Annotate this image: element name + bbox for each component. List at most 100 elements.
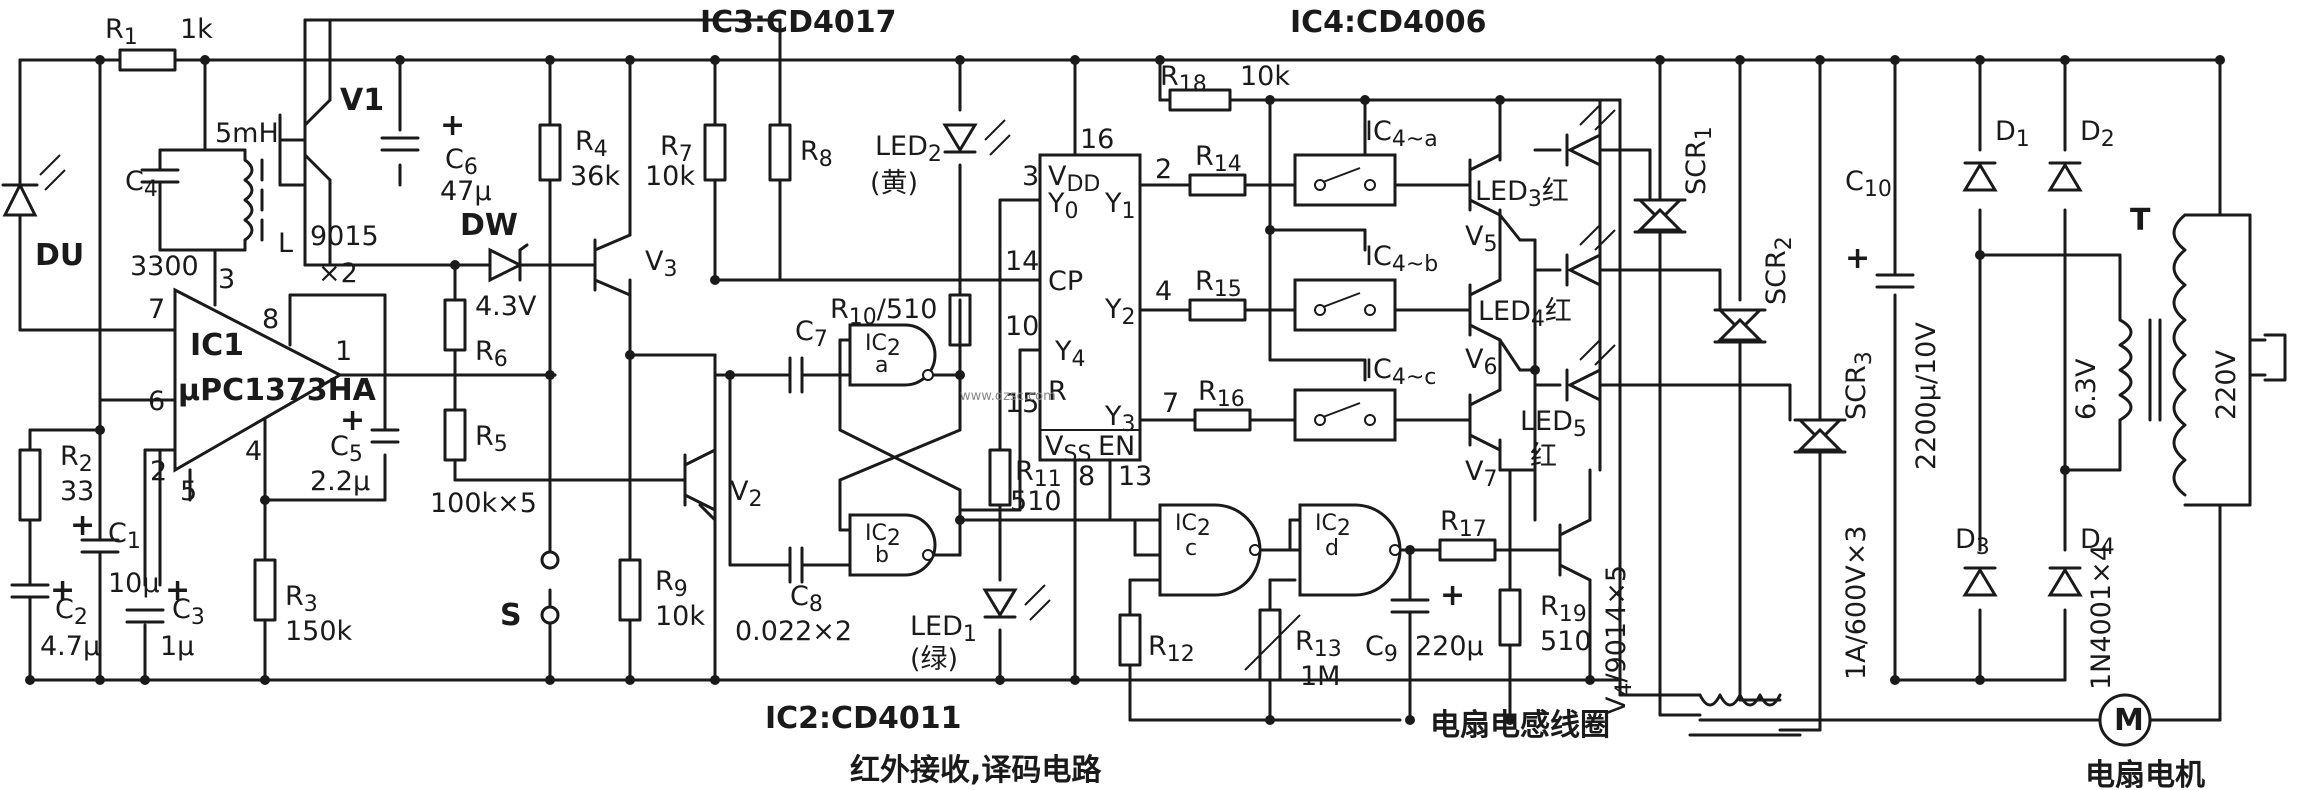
led1-color: (绿)	[910, 644, 958, 675]
ic4c-switch	[1293, 388, 1397, 442]
dw-label: DW	[460, 208, 518, 243]
resistor-r11	[988, 448, 1012, 507]
capacitor-c3	[125, 608, 165, 624]
c5-label: C5	[330, 431, 363, 467]
resistor-r12	[1118, 613, 1142, 667]
mains-plug	[2248, 333, 2287, 382]
c7-label: C7	[795, 316, 828, 352]
v1-model: 9015	[310, 221, 379, 252]
ic2-title: IC2:CD4011	[765, 701, 961, 736]
d3-label: D3	[1955, 524, 1990, 560]
t-secondary: 6.3V	[2071, 358, 2102, 420]
gate-ic2a	[848, 323, 937, 387]
led2-label: LED2	[875, 131, 942, 167]
c9-plus: +	[1440, 578, 1465, 613]
ic1-pin8: 8	[262, 304, 279, 335]
r5-value: 100k×5	[430, 488, 537, 519]
gate-ic2c	[1158, 503, 1262, 597]
resistor-r9	[618, 558, 642, 622]
r4-value: 36k	[570, 161, 620, 192]
ic3-y3: Y3	[1104, 401, 1136, 437]
c4-label: C4	[125, 166, 158, 202]
r12-label: R12	[1148, 631, 1195, 667]
ic3-pin8: 8	[1078, 461, 1095, 492]
c8-label: C8	[790, 581, 823, 617]
resistor-r7	[703, 123, 727, 182]
d1-label: D1	[1995, 116, 2030, 152]
ic1-pin4: 4	[245, 436, 262, 467]
labels: IC3:CD4017 IC4:CD4006 IC2:CD4011 红外接收,译码…	[35, 5, 2242, 790]
led-led5	[1565, 339, 1616, 403]
r9-value: 10k	[655, 601, 705, 632]
v1-count: ×2	[318, 258, 358, 289]
zener-dw	[488, 243, 529, 283]
c3-label: C3	[172, 594, 205, 630]
switch-s	[540, 543, 560, 682]
resistor-r14	[1188, 173, 1247, 197]
r11-value: 510	[1010, 486, 1062, 517]
transistor-v6	[1468, 278, 1522, 372]
ic4-title: IC4:CD4006	[1290, 5, 1486, 40]
v1-label: V1	[340, 83, 384, 118]
diode-d3	[1962, 566, 1998, 597]
ic3-vss: VSS	[1045, 431, 1091, 467]
capacitor-c6	[380, 136, 420, 152]
r19-label: R19	[1540, 591, 1587, 627]
capacitor-c1	[80, 538, 120, 582]
c2-label: C2	[55, 594, 88, 630]
c9-value: 220μ	[1415, 631, 1484, 662]
transistor-v5	[1468, 153, 1522, 242]
r10-label: R10/510	[830, 294, 937, 330]
resistor-r19	[1498, 588, 1522, 647]
photodiode-du	[1, 154, 66, 237]
d4-label: D4	[2080, 524, 2115, 560]
resistor-r13	[1244, 608, 1301, 682]
scr1-label: SCR1	[1681, 126, 1717, 195]
caption-motor: 电扇电机	[2085, 758, 2205, 790]
scr-rating: 1A/600V×3	[1841, 525, 1872, 680]
led-led1	[982, 584, 1051, 621]
c6-plus: +	[440, 108, 465, 143]
ic3-y0: Y0	[1047, 188, 1079, 224]
ic4b-switch	[1293, 278, 1397, 332]
ic4a-label: IC4~a	[1365, 116, 1438, 152]
v3-label: V3	[645, 246, 677, 282]
ic4b-label: IC4~b	[1365, 241, 1438, 277]
led-led2	[942, 119, 1011, 156]
c2-plus: +	[50, 573, 75, 608]
caption-ir-decode: 红外接收,译码电路	[850, 753, 1102, 788]
junction-dots	[25, 55, 2225, 725]
transistor-v7	[1468, 388, 1502, 452]
ic1-model: μPC1373HA	[178, 373, 377, 408]
ic3-pin13: 13	[1118, 461, 1152, 492]
ic3-r: R	[1048, 376, 1067, 407]
transistor-v4	[1558, 518, 1592, 582]
capacitor-c5	[370, 428, 400, 444]
led-led4	[1565, 224, 1616, 288]
ic4a-switch	[1293, 153, 1397, 207]
gate-ic2b	[848, 513, 937, 577]
c1-plus: +	[70, 508, 95, 543]
ic1-label: IC1	[190, 328, 244, 363]
motor-label: M	[2114, 703, 2144, 738]
dw-value: 4.3V	[475, 291, 537, 322]
c6-value: 47μ	[440, 176, 492, 207]
ic3-vdd: VDD	[1048, 161, 1100, 197]
scr3-label: SCR3	[1841, 351, 1877, 420]
c3-value: 1μ	[160, 631, 194, 662]
watermark: www.dzsc.com	[960, 389, 1056, 404]
r18-label: R18	[1160, 61, 1207, 97]
transistor-v1	[278, 18, 332, 267]
r8-label: R8	[800, 136, 833, 172]
r2-label: R2	[60, 441, 93, 477]
wires	[18, 18, 2252, 732]
ic1-pin2: 2	[150, 456, 167, 487]
c10-plus: +	[1845, 241, 1870, 276]
ic3-pin15: 15	[1005, 388, 1039, 419]
led4-label: LED4红	[1478, 296, 1572, 332]
diode-d4	[2047, 566, 2083, 597]
ic1-amplifier	[143, 287, 344, 473]
r9-label: R9	[655, 566, 688, 602]
